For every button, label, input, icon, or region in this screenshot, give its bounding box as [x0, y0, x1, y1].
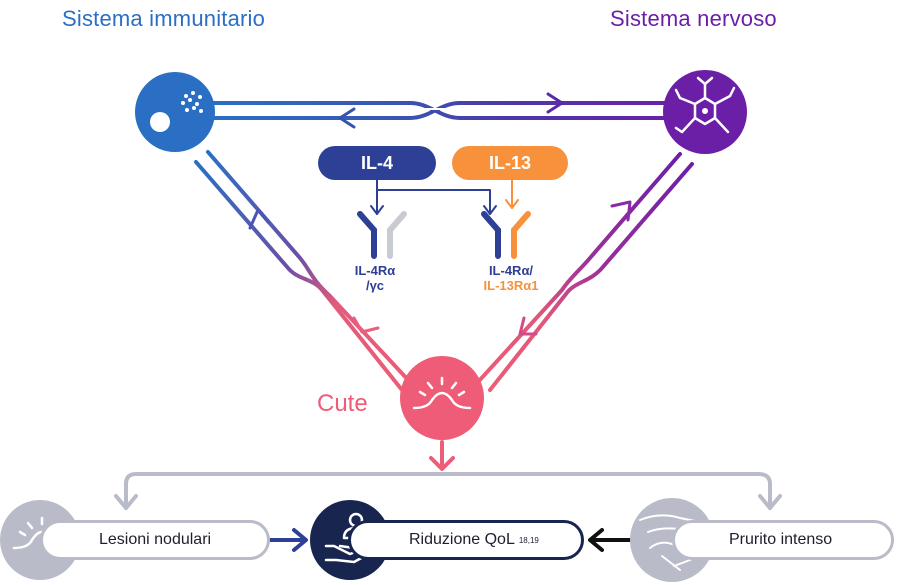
- right-arrows: [518, 200, 632, 336]
- neuron-icon: [663, 70, 747, 154]
- itch-to-qol-arrow: [588, 528, 632, 552]
- receptor-2-line1: IL-4Rα/: [488, 263, 534, 278]
- receptor-1-label: IL-4Rα /γc: [340, 263, 410, 293]
- intense-itch-label: Prurito intenso: [729, 531, 833, 548]
- cytokine-arrows: [370, 179, 519, 215]
- skin-down-arrow: [429, 440, 455, 471]
- receptor-2-line2: IL-13Rα1: [483, 278, 539, 293]
- top-connector: [208, 101, 692, 120]
- left-arrows: [248, 208, 380, 334]
- qol-reference: 18,19: [518, 535, 539, 545]
- receptor-2-label: IL-4Rα/ IL-13Rα1: [466, 263, 556, 293]
- left-connector: [194, 150, 412, 392]
- il13-badge: IL-13: [452, 146, 568, 180]
- receptor-1-line1: IL-4Rα: [354, 263, 396, 278]
- immune-system-title: Sistema immunitario: [62, 6, 266, 31]
- receptor-il4-gammac-icon: [357, 211, 407, 259]
- nodular-lesions-box: Lesioni nodulari: [40, 520, 270, 560]
- qol-reduction-label: Riduzione QoL: [409, 531, 515, 548]
- outcome-branch: [114, 472, 782, 510]
- il4-badge: IL-4: [318, 146, 436, 180]
- right-connector: [476, 152, 694, 392]
- nervous-system-title: Sistema nervoso: [610, 6, 777, 31]
- immune-cell-icon: [135, 72, 215, 152]
- lesion-to-qol-arrow: [268, 528, 308, 552]
- skin-label: Cute: [317, 390, 368, 417]
- receptor-il4-il13-icon: [481, 211, 531, 259]
- nodular-lesions-label: Lesioni nodulari: [99, 531, 212, 548]
- intense-itch-box: Prurito intenso: [672, 520, 894, 560]
- skin-node-icon: [400, 356, 484, 440]
- top-arrows: [338, 92, 564, 129]
- receptor-1-line2: /γc: [365, 278, 385, 293]
